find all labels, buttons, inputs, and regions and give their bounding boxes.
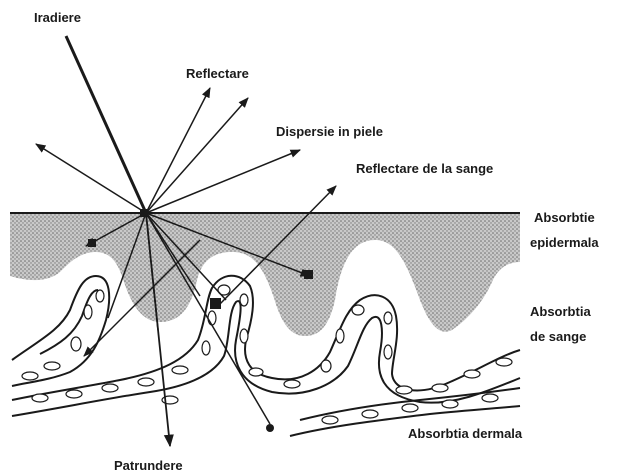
label-epidermal-absorption-line1: Absorbtie bbox=[534, 210, 595, 225]
label-penetration: Patrundere bbox=[114, 458, 183, 473]
label-blood-absorption-line1: Absorbtia bbox=[530, 304, 591, 319]
label-blood-reflection: Reflectare de la sange bbox=[356, 161, 493, 176]
incident-ray bbox=[66, 36, 146, 213]
label-dermal-absorption: Absorbtia dermala bbox=[408, 426, 523, 441]
label-reflection: Reflectare bbox=[186, 66, 249, 81]
label-skin-scatter: Dispersie in piele bbox=[276, 124, 383, 139]
label-irradiation: Iradiere bbox=[34, 10, 81, 25]
label-blood-absorption-line2: de sange bbox=[530, 329, 586, 344]
label-epidermal-absorption-line2: epidermala bbox=[530, 235, 599, 250]
